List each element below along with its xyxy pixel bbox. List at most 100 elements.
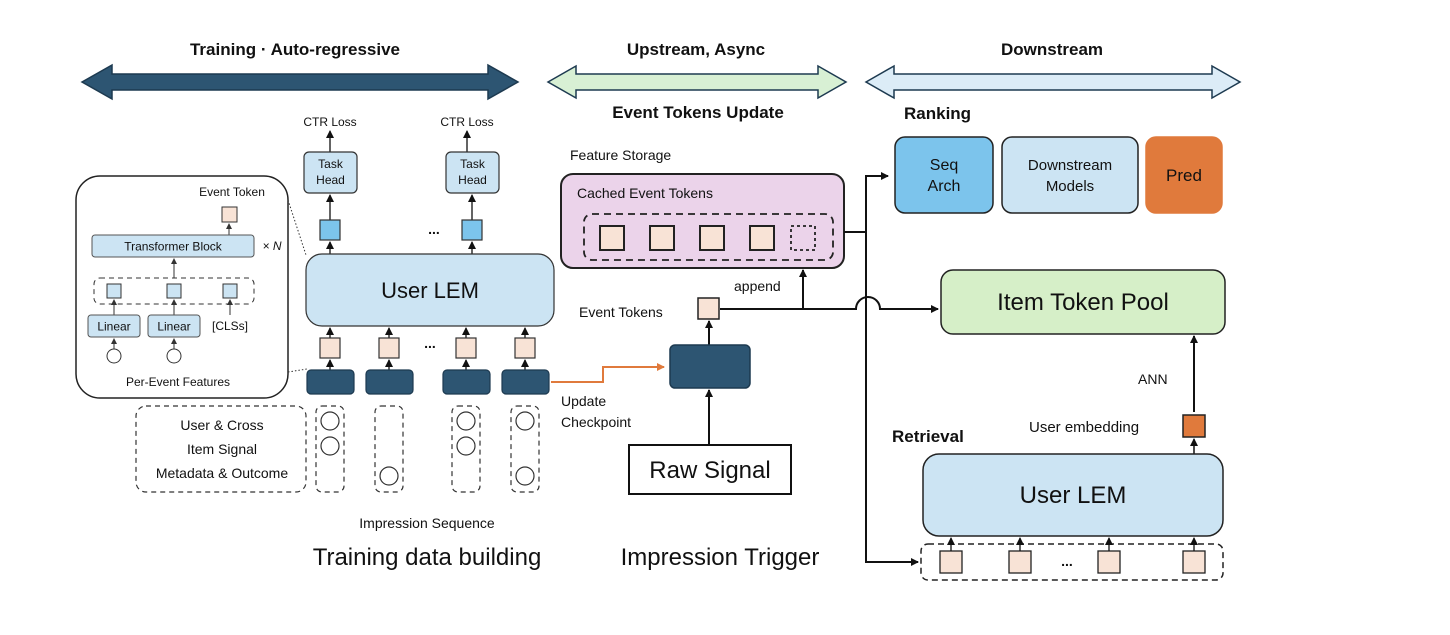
- downstream-models-line: Downstream: [1028, 157, 1112, 174]
- item-token-pool-label: Item Token Pool: [997, 289, 1169, 316]
- legend-line: User & Cross: [180, 417, 263, 433]
- training-user-lem: User LEM: [305, 253, 555, 327]
- cached-tokens-to-retrieval: [865, 232, 919, 566]
- event-token: [319, 337, 341, 359]
- update-checkpoint-label: Update: [561, 393, 606, 409]
- training-phase-arrow: [80, 63, 520, 101]
- pred-box: Pred: [1145, 136, 1223, 214]
- downstream-models-line: Models: [1046, 178, 1094, 195]
- retrieval-event-token: [1008, 550, 1032, 574]
- cached-tokens-bus: [844, 172, 889, 233]
- cached-token: [599, 225, 625, 251]
- transformer-block-label: Transformer Block: [124, 240, 223, 254]
- impression-column: [374, 405, 404, 493]
- event-token: [455, 337, 477, 359]
- raw-signal-box: Raw Signal: [628, 444, 792, 495]
- retrieval-token-group: [920, 543, 1224, 581]
- event-encoder-inference: [669, 344, 751, 389]
- event-token-to-pool-arrow: [720, 296, 939, 313]
- event-token: [514, 337, 536, 359]
- cached-token-slot: [790, 225, 816, 251]
- task-head-line: Task: [460, 157, 486, 171]
- inset-zoom-line: [287, 368, 308, 373]
- cached-event-tokens-store: Cached Event Tokens: [560, 173, 845, 269]
- cached-token: [649, 225, 675, 251]
- ellipsis: ...: [428, 221, 440, 237]
- linear-layer-2: [147, 314, 201, 338]
- seq-arch-line: Seq: [930, 157, 958, 174]
- seq-arch-line: Arch: [928, 178, 961, 195]
- retrieval-user-lem-label: User LEM: [1020, 482, 1127, 509]
- ann-label: ANN: [1138, 371, 1168, 387]
- update-checkpoint-label: Checkpoint: [561, 414, 631, 430]
- inset-token: [222, 283, 238, 299]
- retrieval-event-token: [939, 550, 963, 574]
- retrieval-user-lem: User LEM: [922, 453, 1224, 537]
- event-encoder-inset: Event Token Transformer Block × N Linear…: [75, 175, 289, 399]
- training-user-lem-label: User LEM: [381, 278, 479, 303]
- retrieval-label: Retrieval: [892, 427, 964, 446]
- ctr-loss-label: CTR Loss: [440, 115, 493, 129]
- raw-signal-label: Raw Signal: [649, 457, 770, 484]
- times-n-label: × N: [262, 239, 281, 253]
- item-token-pool: Item Token Pool: [940, 269, 1226, 335]
- pred-label: Pred: [1166, 166, 1202, 185]
- training-caption: Training data building: [313, 544, 542, 571]
- linear-1-label: Linear: [97, 320, 130, 334]
- event-tokens-update-title: Event Tokens Update: [612, 103, 784, 122]
- user-embedding-label: User embedding: [1029, 419, 1139, 436]
- impression-column: [315, 405, 345, 493]
- task-head-1: Task Head: [303, 151, 358, 194]
- downstream-models-box: Downstream Models: [1001, 136, 1139, 214]
- cached-token: [699, 225, 725, 251]
- impression-column: [510, 405, 540, 493]
- inset-token: [106, 283, 122, 299]
- task-head-line: Head: [458, 173, 487, 187]
- cached-token: [749, 225, 775, 251]
- linear-2-label: Linear: [157, 320, 190, 334]
- task-head-line: Head: [316, 173, 345, 187]
- inset-feature-circle: [106, 348, 122, 364]
- append-label: append: [734, 278, 781, 294]
- per-event-features-label: Per-Event Features: [126, 375, 230, 389]
- legend-line: Item Signal: [187, 441, 257, 457]
- inset-event-token: [221, 206, 238, 223]
- output-token: [319, 219, 341, 241]
- ranking-label: Ranking: [904, 104, 971, 123]
- cached-event-tokens-label: Cached Event Tokens: [577, 185, 713, 201]
- event-encoder: [365, 369, 414, 395]
- event-token: [378, 337, 400, 359]
- linear-layer-1: [87, 314, 141, 338]
- downstream-phase-label: Downstream: [1001, 40, 1103, 59]
- legend-line: Metadata & Outcome: [156, 465, 289, 481]
- inset-event-token-label: Event Token: [199, 185, 265, 199]
- seq-arch-box: Seq Arch: [894, 136, 994, 214]
- event-encoder: [442, 369, 491, 395]
- user-embedding-token: [1182, 414, 1206, 438]
- impression-trigger-caption: Impression Trigger: [621, 544, 820, 571]
- ellipsis: ...: [1061, 553, 1073, 569]
- downstream-phase-arrow: [864, 64, 1242, 100]
- feature-legend: User & Cross Item Signal Metadata & Outc…: [135, 405, 307, 493]
- transformer-block: [91, 234, 255, 258]
- inset-token: [166, 283, 182, 299]
- task-head-2: Task Head: [445, 151, 500, 194]
- task-head-line: Task: [318, 157, 344, 171]
- impression-sequence-label: Impression Sequence: [359, 515, 495, 531]
- event-encoder: [306, 369, 355, 395]
- upstream-phase-arrow: [546, 64, 848, 100]
- ctr-loss-label: CTR Loss: [303, 115, 356, 129]
- event-encoder: [501, 369, 550, 395]
- update-checkpoint-arrow: [551, 363, 665, 383]
- event-tokens-label: Event Tokens: [579, 304, 663, 320]
- impression-column: [451, 405, 481, 493]
- cls-label: [CLSs]: [212, 319, 248, 333]
- inset-zoom-line: [287, 199, 307, 256]
- ellipsis: ...: [424, 335, 436, 351]
- new-event-token: [697, 297, 720, 320]
- feature-storage-label: Feature Storage: [570, 147, 671, 163]
- training-phase-label: Training · Auto-regressive: [190, 40, 400, 59]
- inset-feature-circle: [166, 348, 182, 364]
- retrieval-event-token: [1182, 550, 1206, 574]
